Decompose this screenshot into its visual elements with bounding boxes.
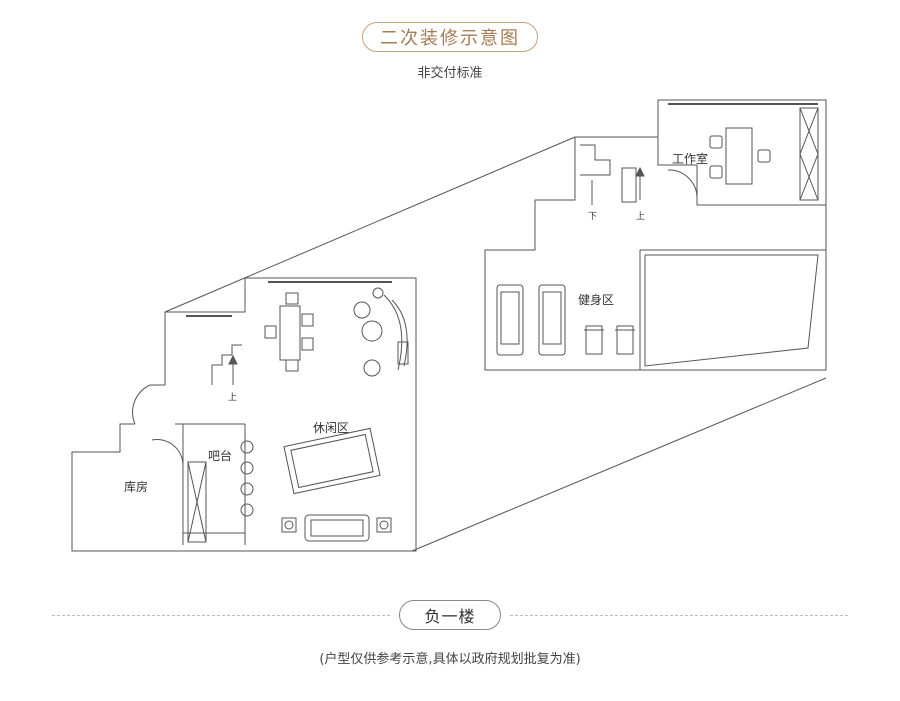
lower-section-wall-left bbox=[150, 312, 166, 386]
work-room-wall bbox=[657, 137, 826, 206]
side-table-right bbox=[376, 517, 392, 533]
bar-stool-2 bbox=[240, 461, 254, 475]
upper-stair-center bbox=[621, 167, 637, 203]
wardrobe-cross-4 bbox=[799, 153, 819, 201]
perspective-line-top bbox=[164, 136, 576, 313]
work-chair-1 bbox=[709, 135, 723, 149]
room-label-gym: 健身区 bbox=[578, 292, 614, 307]
title-badge: 二次装修示意图 bbox=[362, 22, 538, 52]
bar-stool-1 bbox=[240, 440, 254, 454]
stair-label-up-lower: 上 bbox=[228, 392, 237, 403]
door-arc-left bbox=[132, 384, 151, 425]
bar-counter-cross-2 bbox=[187, 461, 207, 543]
billiard-table-outer bbox=[283, 427, 381, 495]
dining-chair-5 bbox=[264, 325, 277, 339]
divider-left bbox=[52, 615, 390, 616]
stair-label-up-upper: 上 bbox=[636, 211, 645, 222]
upper-stair-left bbox=[580, 144, 611, 176]
side-lamp-left bbox=[284, 520, 294, 530]
perspective-line-bottom bbox=[411, 377, 827, 552]
lounge-chair-1 bbox=[353, 301, 371, 319]
lounge-chair-2 bbox=[363, 359, 381, 377]
dining-chair-1 bbox=[285, 292, 299, 305]
upper-stair-arrowhead bbox=[635, 166, 645, 177]
door-arc-bar bbox=[151, 439, 184, 466]
treadmill-2 bbox=[538, 284, 566, 356]
curved-sofa bbox=[383, 294, 403, 371]
exercise-bike-1 bbox=[585, 325, 603, 355]
wardrobe bbox=[799, 107, 819, 201]
bar-stool-3 bbox=[240, 482, 254, 496]
lower-section-wall bbox=[71, 277, 417, 552]
dining-chair-3 bbox=[301, 313, 314, 327]
work-desk bbox=[725, 127, 753, 185]
exercise-bike-2 bbox=[616, 325, 634, 355]
dining-table bbox=[279, 305, 301, 361]
sofa bbox=[304, 514, 370, 542]
bar-counter bbox=[187, 461, 207, 543]
round-lamp bbox=[372, 287, 384, 299]
room-label-leisure: 休闲区 bbox=[313, 421, 349, 435]
dining-chair-4 bbox=[301, 337, 314, 351]
work-chair-3 bbox=[757, 149, 771, 163]
treadmill-2-belt bbox=[542, 291, 562, 345]
floor-label: 负一楼 bbox=[424, 607, 476, 626]
divider-right bbox=[510, 615, 848, 616]
bar-stool-4 bbox=[240, 503, 254, 517]
upper-section-wall bbox=[484, 99, 827, 371]
room-label-storage: 库房 bbox=[124, 479, 148, 494]
lower-stair-arrowhead bbox=[228, 354, 238, 365]
coffee-table bbox=[361, 320, 383, 342]
room-label-bar: 吧台 bbox=[208, 448, 232, 463]
billiard-table-inner bbox=[290, 433, 374, 489]
page-subtitle: 非交付标准 bbox=[417, 66, 483, 81]
work-chair-2 bbox=[709, 165, 723, 179]
floor-badge: 负一楼 bbox=[399, 600, 501, 630]
dining-chair-2 bbox=[285, 359, 299, 372]
treadmill-1 bbox=[496, 284, 524, 356]
page-title: 二次装修示意图 bbox=[380, 28, 520, 49]
gym-panel bbox=[644, 254, 819, 367]
footnote: (户型仅供参考示意,具体以政府规划批复为准) bbox=[319, 652, 581, 667]
stair-label-down: 下 bbox=[588, 212, 597, 222]
room-label-work: 工作室 bbox=[672, 151, 708, 166]
side-lamp-right bbox=[379, 520, 389, 530]
side-cabinet bbox=[397, 341, 409, 365]
door-arc-work bbox=[667, 169, 698, 199]
sofa-seat bbox=[310, 519, 364, 537]
curved-sofa-inner bbox=[391, 299, 408, 367]
treadmill-1-belt bbox=[500, 291, 520, 345]
side-table-left bbox=[281, 517, 297, 533]
wardrobe-cross-2 bbox=[799, 107, 819, 155]
lower-stair bbox=[211, 344, 242, 385]
